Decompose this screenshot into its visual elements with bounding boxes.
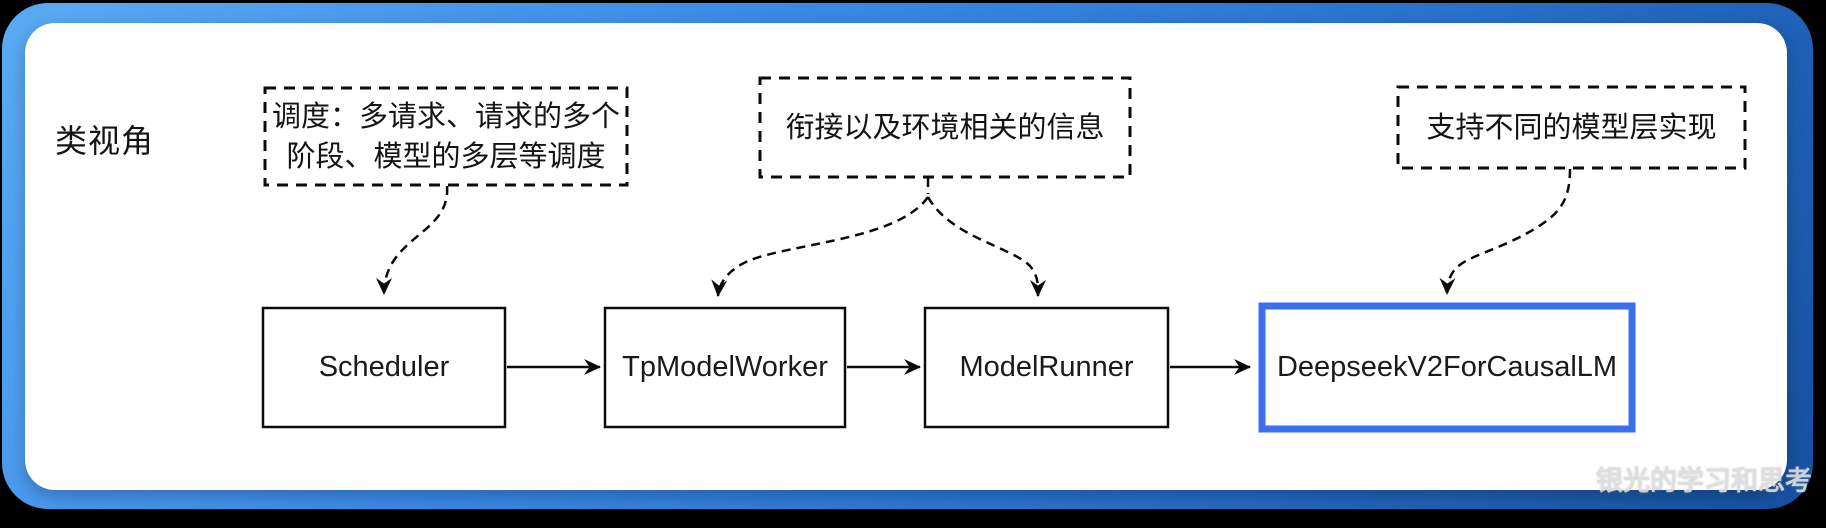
connector-model-layer-note (1439, 168, 1572, 295)
model-layer-note-box (1396, 85, 1747, 170)
scheduling-note-box (263, 86, 629, 187)
page-title: 类视角 (55, 123, 155, 159)
deepseek-node-label: DeepseekV2ForCausalLM (1276, 351, 1618, 383)
connector-scheduling-note (376, 185, 449, 295)
model-runner-node-label: ModelRunner (959, 351, 1134, 383)
tp-model-worker-box (603, 306, 847, 429)
scheduler-node-label: Scheduler (318, 351, 450, 383)
model-runner-box (923, 306, 1170, 429)
scheduling-note-text: 调度：多请求、请求的多个 阶段、模型的多层等调度 (271, 100, 620, 173)
scheduler-box (261, 306, 507, 429)
connector-environment-to-runner (926, 196, 1047, 297)
deepseek-highlight-box (1258, 302, 1636, 433)
environment-note-box (758, 76, 1132, 179)
watermark-text: 银光的学习和思考 (1596, 466, 1812, 496)
environment-note-text: 衔接以及环境相关的信息 (785, 111, 1105, 144)
connector-environment-to-worker (711, 196, 930, 297)
tp-model-worker-node-label: TpModelWorker (622, 351, 828, 383)
model-layer-note-text: 支持不同的模型层实现 (1426, 111, 1717, 144)
